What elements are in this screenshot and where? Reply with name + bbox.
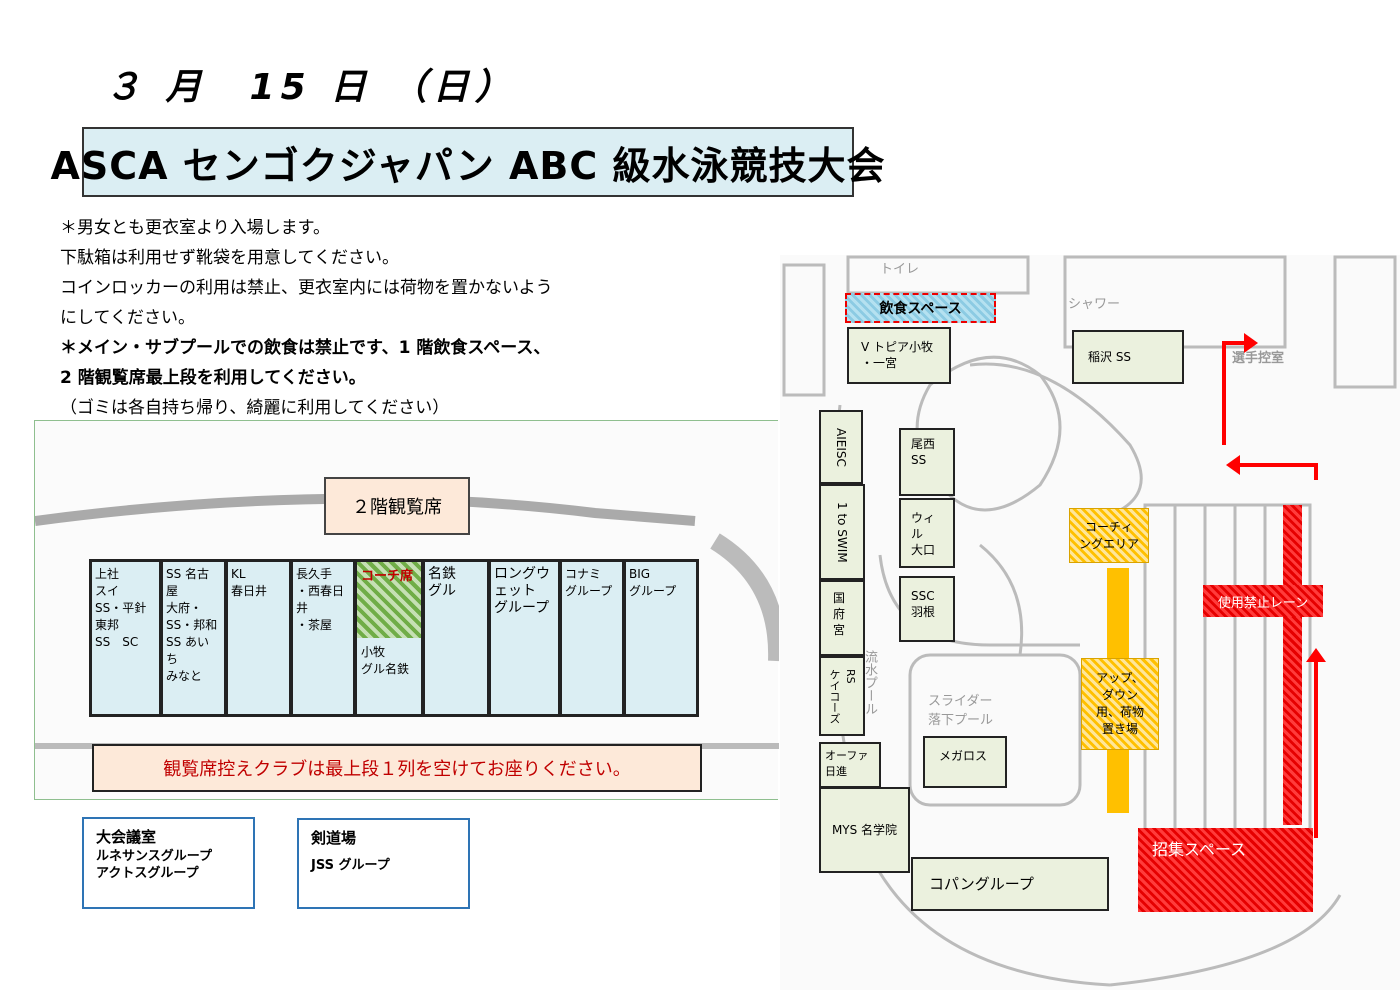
group-ssc-hane: SSC 羽根: [899, 576, 955, 642]
note-line: 下駄箱は利用せず靴袋を用意してください。: [60, 248, 399, 268]
gallery-block-komaki: コーチ席 小牧 グル名鉄: [354, 559, 424, 717]
gallery-block-konami: コナミ グループ: [559, 559, 625, 717]
call-space: 招集スペース: [1138, 828, 1313, 912]
room-title: 大会議室: [96, 828, 157, 846]
food-space: 飲食スペース: [845, 293, 996, 323]
note-line: ＊メイン・サブプールでの飲食は禁止です、1 階飲食スペース、: [60, 338, 551, 358]
gallery-label: ２階観覧席: [324, 477, 470, 535]
coaching-area: コーチィ ングエリア: [1069, 508, 1149, 563]
room-line: ルネサンスグループ: [96, 849, 212, 864]
updown-area: アップ、 ダウン 用、荷物 置き場: [1081, 658, 1159, 750]
group-copan: コパングループ: [911, 857, 1109, 911]
gallery-block-long-wet: ロングウェット グループ: [488, 559, 561, 717]
group-vtopia: V トピア小牧 ・一宮: [847, 327, 951, 384]
shower-label: シャワー: [1068, 297, 1121, 312]
slider-pool-label: スライダー 落下プール: [928, 694, 994, 728]
coach-seat: コーチ席: [357, 562, 421, 638]
group-mys: MYS 名学院: [819, 787, 910, 873]
note-line: にしてください。: [60, 308, 195, 328]
restroom-label: トイレ: [880, 262, 920, 277]
banned-lane-strip: [1283, 505, 1302, 825]
banned-lane: 使用禁止レーン: [1203, 585, 1323, 617]
group-kokufu: 国府宮: [819, 580, 865, 656]
event-date: ３ 月 15 日 （日）: [105, 67, 517, 108]
note-line: 2 階観覧席最上段を利用してください。: [60, 368, 366, 388]
notes: ＊男女とも更衣室より入場します。 下駄箱は利用せず靴袋を用意してください。 コイ…: [60, 213, 700, 423]
athlete-room-label: 選手控室: [1232, 351, 1285, 366]
room-line: アクトスグループ: [96, 866, 199, 881]
room-line: JSS グループ: [311, 858, 390, 873]
note-line: ＊男女とも更衣室より入場します。: [60, 218, 330, 238]
group-aieisc: AIEISC: [819, 410, 863, 484]
group-bisai: 尾西 SS: [899, 428, 955, 496]
gallery-block-nagoya: SS 名古屋 大府・ SS・邦和 SS あいち みなと: [160, 559, 227, 717]
gallery-block-kamiyashiro: 上社 スイ SS・平針 東邦 SS SC: [89, 559, 162, 717]
event-title: ASCA センゴクジャパン ABC 級水泳競技大会: [50, 127, 885, 197]
room-title: 剣道場: [311, 829, 357, 847]
group-rs-keizu: RS ケイコーズ: [819, 656, 865, 736]
river-pool-label: 流水プール: [862, 650, 877, 715]
group-will: ウィル 大口: [899, 498, 955, 568]
note-line: コインロッカーの利用は禁止、更衣室内には荷物を置かないよう: [60, 278, 553, 298]
room-conference: 大会議室 ルネサンスグループ アクトスグループ: [82, 817, 255, 909]
gallery-block-meitetsu: 名鉄 グル: [422, 559, 490, 717]
gallery-block-kl: KL 春日井: [225, 559, 292, 717]
group-megaloss: メガロス: [923, 736, 1007, 788]
gallery-block-label: 小牧 グル名鉄: [361, 645, 410, 676]
gallery-block-nagakute: 長久手 ・西春日井 ・茶屋: [290, 559, 356, 717]
note-line: （ゴミは各自持ち帰り、綺麗に利用してください）: [60, 398, 450, 418]
group-inazawa: 稲沢 SS: [1072, 330, 1184, 384]
gallery-block-big: BIG グループ: [623, 559, 699, 717]
group-ofa: オーファ 日進: [819, 742, 881, 788]
gallery-notice: 観覧席控えクラブは最上段１列を空けてお座りください。: [92, 744, 702, 792]
group-1toswim: 1 to SWIM: [819, 484, 865, 580]
room-kendo: 剣道場 JSS グループ: [297, 818, 470, 909]
